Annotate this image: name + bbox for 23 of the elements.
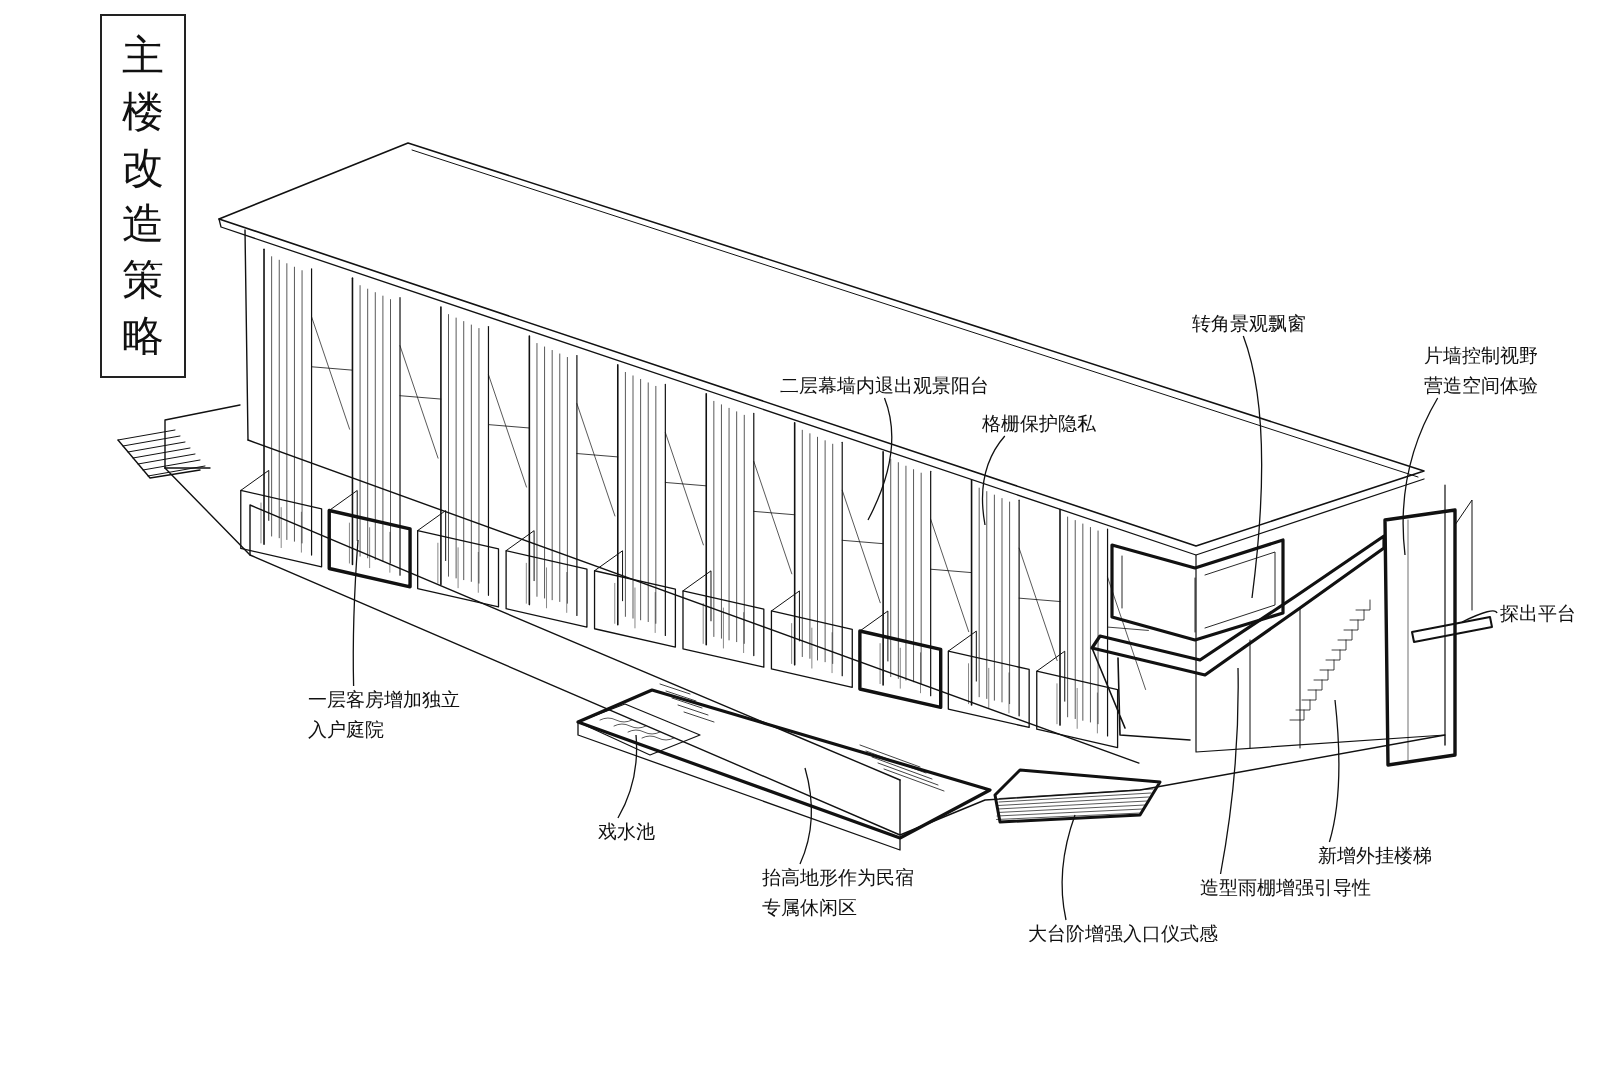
leader-line [617, 734, 638, 819]
leader-line [1242, 335, 1263, 599]
leader-line [799, 767, 813, 865]
annotation-text: 探出平台 [1500, 602, 1576, 624]
annotation-text: 转角景观飘窗 [1192, 312, 1306, 334]
leader-line [981, 435, 1006, 526]
leader-line [1219, 667, 1239, 875]
annotation-text: 抬高地形作为民宿专属休闲区 [762, 866, 914, 918]
annotation-text: 新增外挂楼梯 [1318, 844, 1432, 866]
annotation-text: 戏水池 [598, 820, 655, 842]
annotation-text: 格栅保护隐私 [982, 412, 1096, 434]
leader-line [1461, 610, 1498, 623]
annotation-text: 大台阶增强入口仪式感 [1028, 922, 1218, 944]
leader-line [352, 539, 359, 687]
annotation-text: 一层客房增加独立入户庭院 [308, 688, 460, 740]
leader-line [867, 397, 893, 521]
annotation-text: 二层幕墙内退出观景阳台 [780, 374, 989, 396]
annotation-text: 片墙控制视野营造空间体验 [1424, 344, 1538, 396]
leader-line [1402, 397, 1439, 556]
annotation-text: 造型雨棚增强引导性 [1200, 876, 1371, 898]
leader-line [1328, 699, 1340, 843]
title: 主楼改造策略 [100, 14, 186, 378]
leader-line [1061, 814, 1076, 921]
